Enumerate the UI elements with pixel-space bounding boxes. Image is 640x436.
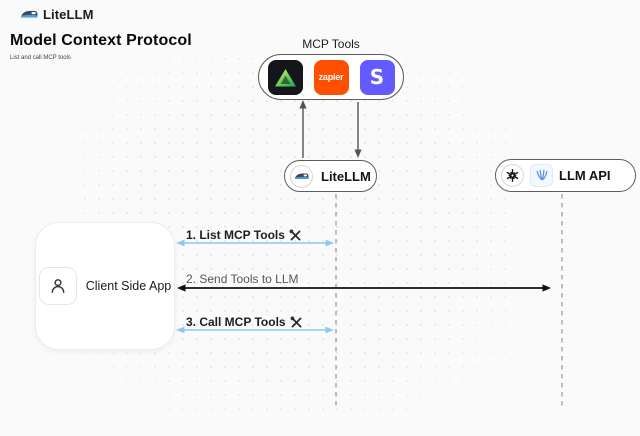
litellm-train-icon [21,10,38,18]
mcp-tools-label: MCP Tools [302,37,360,51]
triangle-tool-icon [267,59,303,95]
step-text: 1. List MCP Tools [186,228,285,242]
stripe-letter: S [369,65,385,89]
zapier-icon: zapier [313,59,349,95]
client-side-app-label: Client Side App [85,279,172,293]
brand-label: LiteLLM [43,7,94,22]
llm-api-node: LLM API [495,159,636,192]
step-label-list-mcp-tools: 1. List MCP Tools [186,228,302,242]
step-text: 3. Call MCP Tools [186,315,286,329]
litellm-badge [290,164,313,188]
zapier-wordmark: zapier [318,72,344,82]
client-side-app-node: Client Side App [35,222,175,350]
user-icon [38,267,77,305]
tools-icon [289,229,301,240]
stripe-icon: S [359,59,395,95]
llm-provider-icon [530,164,553,187]
step-text: 2. Send Tools to LLM [186,272,299,286]
litellm-node: LiteLLM [284,160,377,192]
litellm-train-icon [294,172,309,179]
litellm-node-label: LiteLLM [321,168,371,184]
step-label-send-tools: 2. Send Tools to LLM [186,272,299,286]
page-title: Model Context Protocol [10,32,192,49]
page-subtitle: List and call MCP tools [10,55,71,61]
llm-api-node-label: LLM API [559,168,611,183]
tools-icon [290,316,302,327]
openai-icon [501,164,524,187]
mcp-tools-node: zapier S [258,54,404,100]
brand-header: LiteLLM [20,7,94,22]
step-label-call-mcp-tools: 3. Call MCP Tools [186,315,303,329]
